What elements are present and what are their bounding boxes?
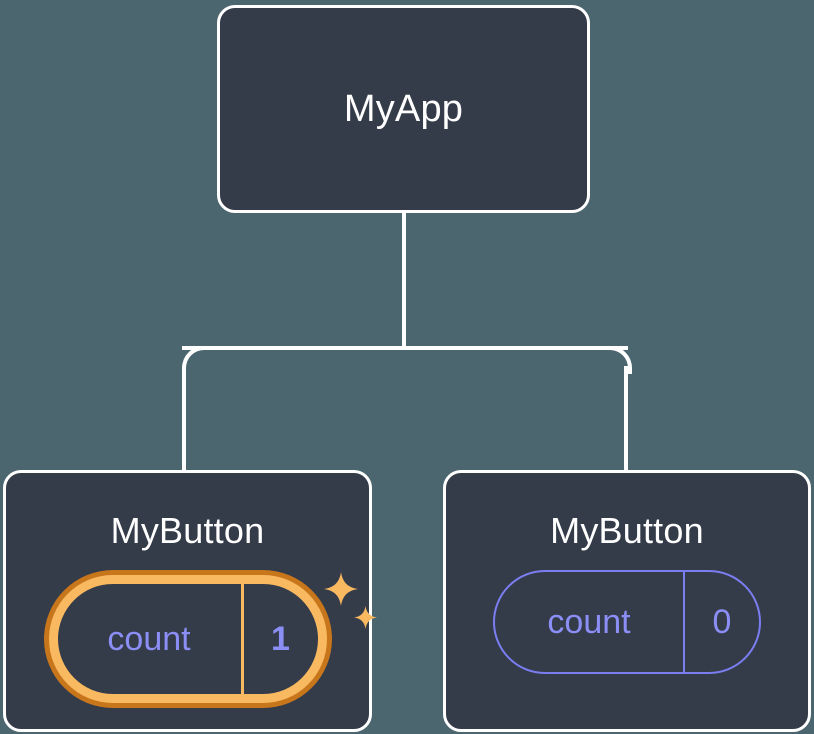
node-title: MyButton: [110, 510, 265, 551]
node-title: MyButton: [550, 510, 704, 551]
state-pill-divider: [683, 572, 685, 672]
state-value-label: 0: [712, 602, 732, 641]
edge-bus-to-child-left: [182, 366, 186, 474]
state-value-label: 1: [271, 619, 290, 658]
node-myapp[interactable]: MyApp: [217, 5, 590, 213]
sparkle-icon: [353, 606, 377, 629]
state-pill-divider: [240, 584, 244, 694]
sparkle-icon: [323, 572, 358, 606]
state-pill-highlighted-wrap: count 1: [43, 570, 377, 708]
state-pill[interactable]: count 0: [493, 570, 761, 674]
edge-horizontal-bus: [182, 346, 628, 350]
edge-bus-to-child-right: [624, 366, 628, 474]
state-pill-wrap: count 0: [493, 570, 761, 674]
node-mybutton-right[interactable]: MyButton count 0: [443, 470, 811, 732]
state-pill-glow-ring: count 1: [43, 570, 332, 708]
node-title: MyApp: [343, 88, 464, 130]
state-pill-highlight-ring: count 1: [48, 575, 327, 703]
edge-root-to-bus: [402, 212, 406, 349]
state-key-label: count: [107, 619, 191, 658]
node-mybutton-left[interactable]: MyButton count 1: [3, 470, 377, 732]
state-key-label: count: [547, 602, 631, 641]
edge-corner-left: [182, 346, 210, 374]
state-pill[interactable]: count 1: [57, 584, 318, 694]
